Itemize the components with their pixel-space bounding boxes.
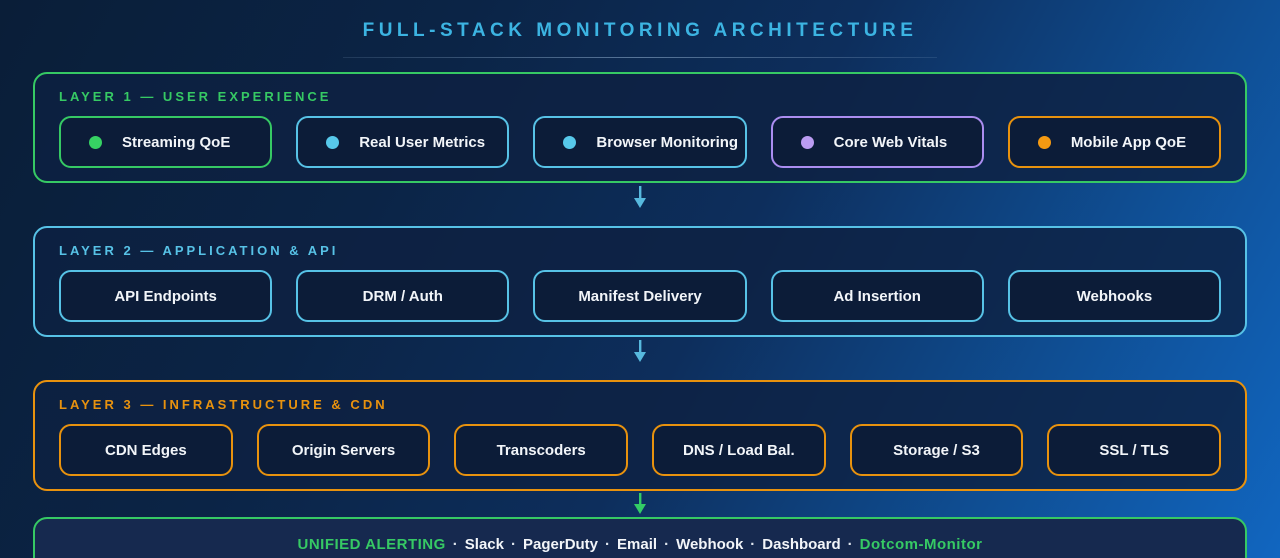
status-dot-icon [89, 135, 102, 149]
arrow-down-icon [634, 493, 646, 514]
node-label: API Endpoints [114, 287, 217, 305]
alert-channel-dashboard: Dashboard [762, 536, 841, 553]
layer-2-nodes: API Endpoints DRM / Auth Manifest Delivery… [59, 270, 1222, 322]
node-webhooks: Webhooks [1007, 270, 1222, 322]
node-label: Ad Insertion [833, 287, 921, 305]
layer-2-label: LAYER 2 — APPLICATION & API [59, 243, 339, 258]
separator-dot: · [605, 536, 611, 553]
node-transcoders: Transcoders [454, 424, 629, 476]
node-ssl-tls: SSL / TLS [1047, 424, 1222, 476]
status-dot-icon [563, 135, 577, 149]
node-label: Transcoders [496, 441, 586, 459]
alert-channel-pagerduty: PagerDuty [523, 536, 599, 553]
layer-3-nodes: CDN Edges Origin Servers Transcoders DNS / … [59, 424, 1222, 476]
separator-dot: · [452, 536, 458, 553]
node-label: Storage / S3 [893, 441, 980, 459]
alert-channel-dotcom-monitor: Dotcom-Monitor [859, 536, 983, 553]
title-underline [343, 57, 937, 58]
layer-1-label: LAYER 1 — USER EXPERIENCE [59, 89, 332, 104]
node-cdn-edges: CDN Edges [59, 424, 233, 476]
layer-3-label: LAYER 3 — INFRASTRUCTURE & CDN [59, 397, 388, 412]
layer-1-nodes: Streaming QoE Real User Metrics Browser Mo… [59, 116, 1222, 168]
layer-3-infrastructure-cdn: LAYER 3 — INFRASTRUCTURE & CDN CDN Edges… [33, 380, 1247, 491]
node-mobile-app-qoe: Mobile App QoE [1007, 116, 1222, 168]
status-dot-icon [326, 135, 340, 149]
alert-channel-slack: Slack [464, 536, 504, 553]
node-browser-monitoring: Browser Monitoring [533, 116, 747, 168]
node-ad-insertion: Ad Insertion [770, 270, 984, 322]
node-streaming-qoe: Streaming QoE [59, 116, 273, 168]
flow-arrow-1 [33, 183, 1247, 212]
node-storage-s3: Storage / S3 [849, 424, 1024, 476]
alert-channel-webhook: Webhook [676, 536, 744, 553]
status-dot-icon [800, 135, 814, 149]
node-label: Core Web Vitals [833, 133, 948, 151]
diagram-header: FULL-STACK MONITORING ARCHITECTURE [33, 0, 1247, 58]
separator-dot: · [664, 536, 670, 553]
node-label: DNS / Load Bal. [683, 441, 795, 459]
node-drm-auth: DRM / Auth [296, 270, 510, 322]
node-label: DRM / Auth [362, 287, 443, 305]
node-label: Webhooks [1076, 287, 1153, 305]
node-origin-servers: Origin Servers [256, 424, 431, 476]
node-label: Mobile App QoE [1070, 133, 1187, 151]
separator-dot: · [511, 536, 516, 553]
node-api-endpoints: API Endpoints [59, 270, 273, 322]
status-dot-icon [1037, 135, 1051, 149]
alert-channel-email: Email [617, 536, 658, 553]
node-label: CDN Edges [104, 441, 187, 459]
node-label: Real User Metrics [359, 133, 486, 151]
node-label: Manifest Delivery [578, 287, 702, 305]
unified-alerting-bar: UNIFIED ALERTING · Slack · PagerDuty · Email · W… [33, 517, 1247, 558]
node-core-web-vitals: Core Web Vitals [770, 116, 984, 168]
page-title: FULL-STACK MONITORING ARCHITECTURE [362, 20, 918, 41]
flow-arrow-3 [33, 491, 1247, 517]
node-manifest-delivery: Manifest Delivery [533, 270, 747, 322]
node-real-user-metrics: Real User Metrics [296, 116, 510, 168]
separator-dot: · [750, 536, 756, 553]
node-label: Origin Servers [291, 441, 396, 459]
flow-arrow-2 [33, 337, 1247, 366]
arrow-down-icon [634, 340, 646, 362]
separator-dot: · [847, 536, 853, 553]
unified-alerting-text: UNIFIED ALERTING · Slack · PagerDuty · Email · W… [298, 536, 983, 553]
node-label: Browser Monitoring [596, 133, 739, 151]
node-label: SSL / TLS [1099, 441, 1170, 459]
node-label: Streaming QoE [122, 133, 231, 151]
node-dns-load-bal: DNS / Load Bal. [652, 424, 826, 476]
layer-2-application-api: LAYER 2 — APPLICATION & API API Endpoint… [33, 226, 1247, 337]
arrow-down-icon [634, 186, 646, 208]
layer-1-user-experience: LAYER 1 — USER EXPERIENCE Streaming QoE R… [33, 72, 1247, 183]
alert-channel-unified-alerting: UNIFIED ALERTING [297, 536, 446, 553]
